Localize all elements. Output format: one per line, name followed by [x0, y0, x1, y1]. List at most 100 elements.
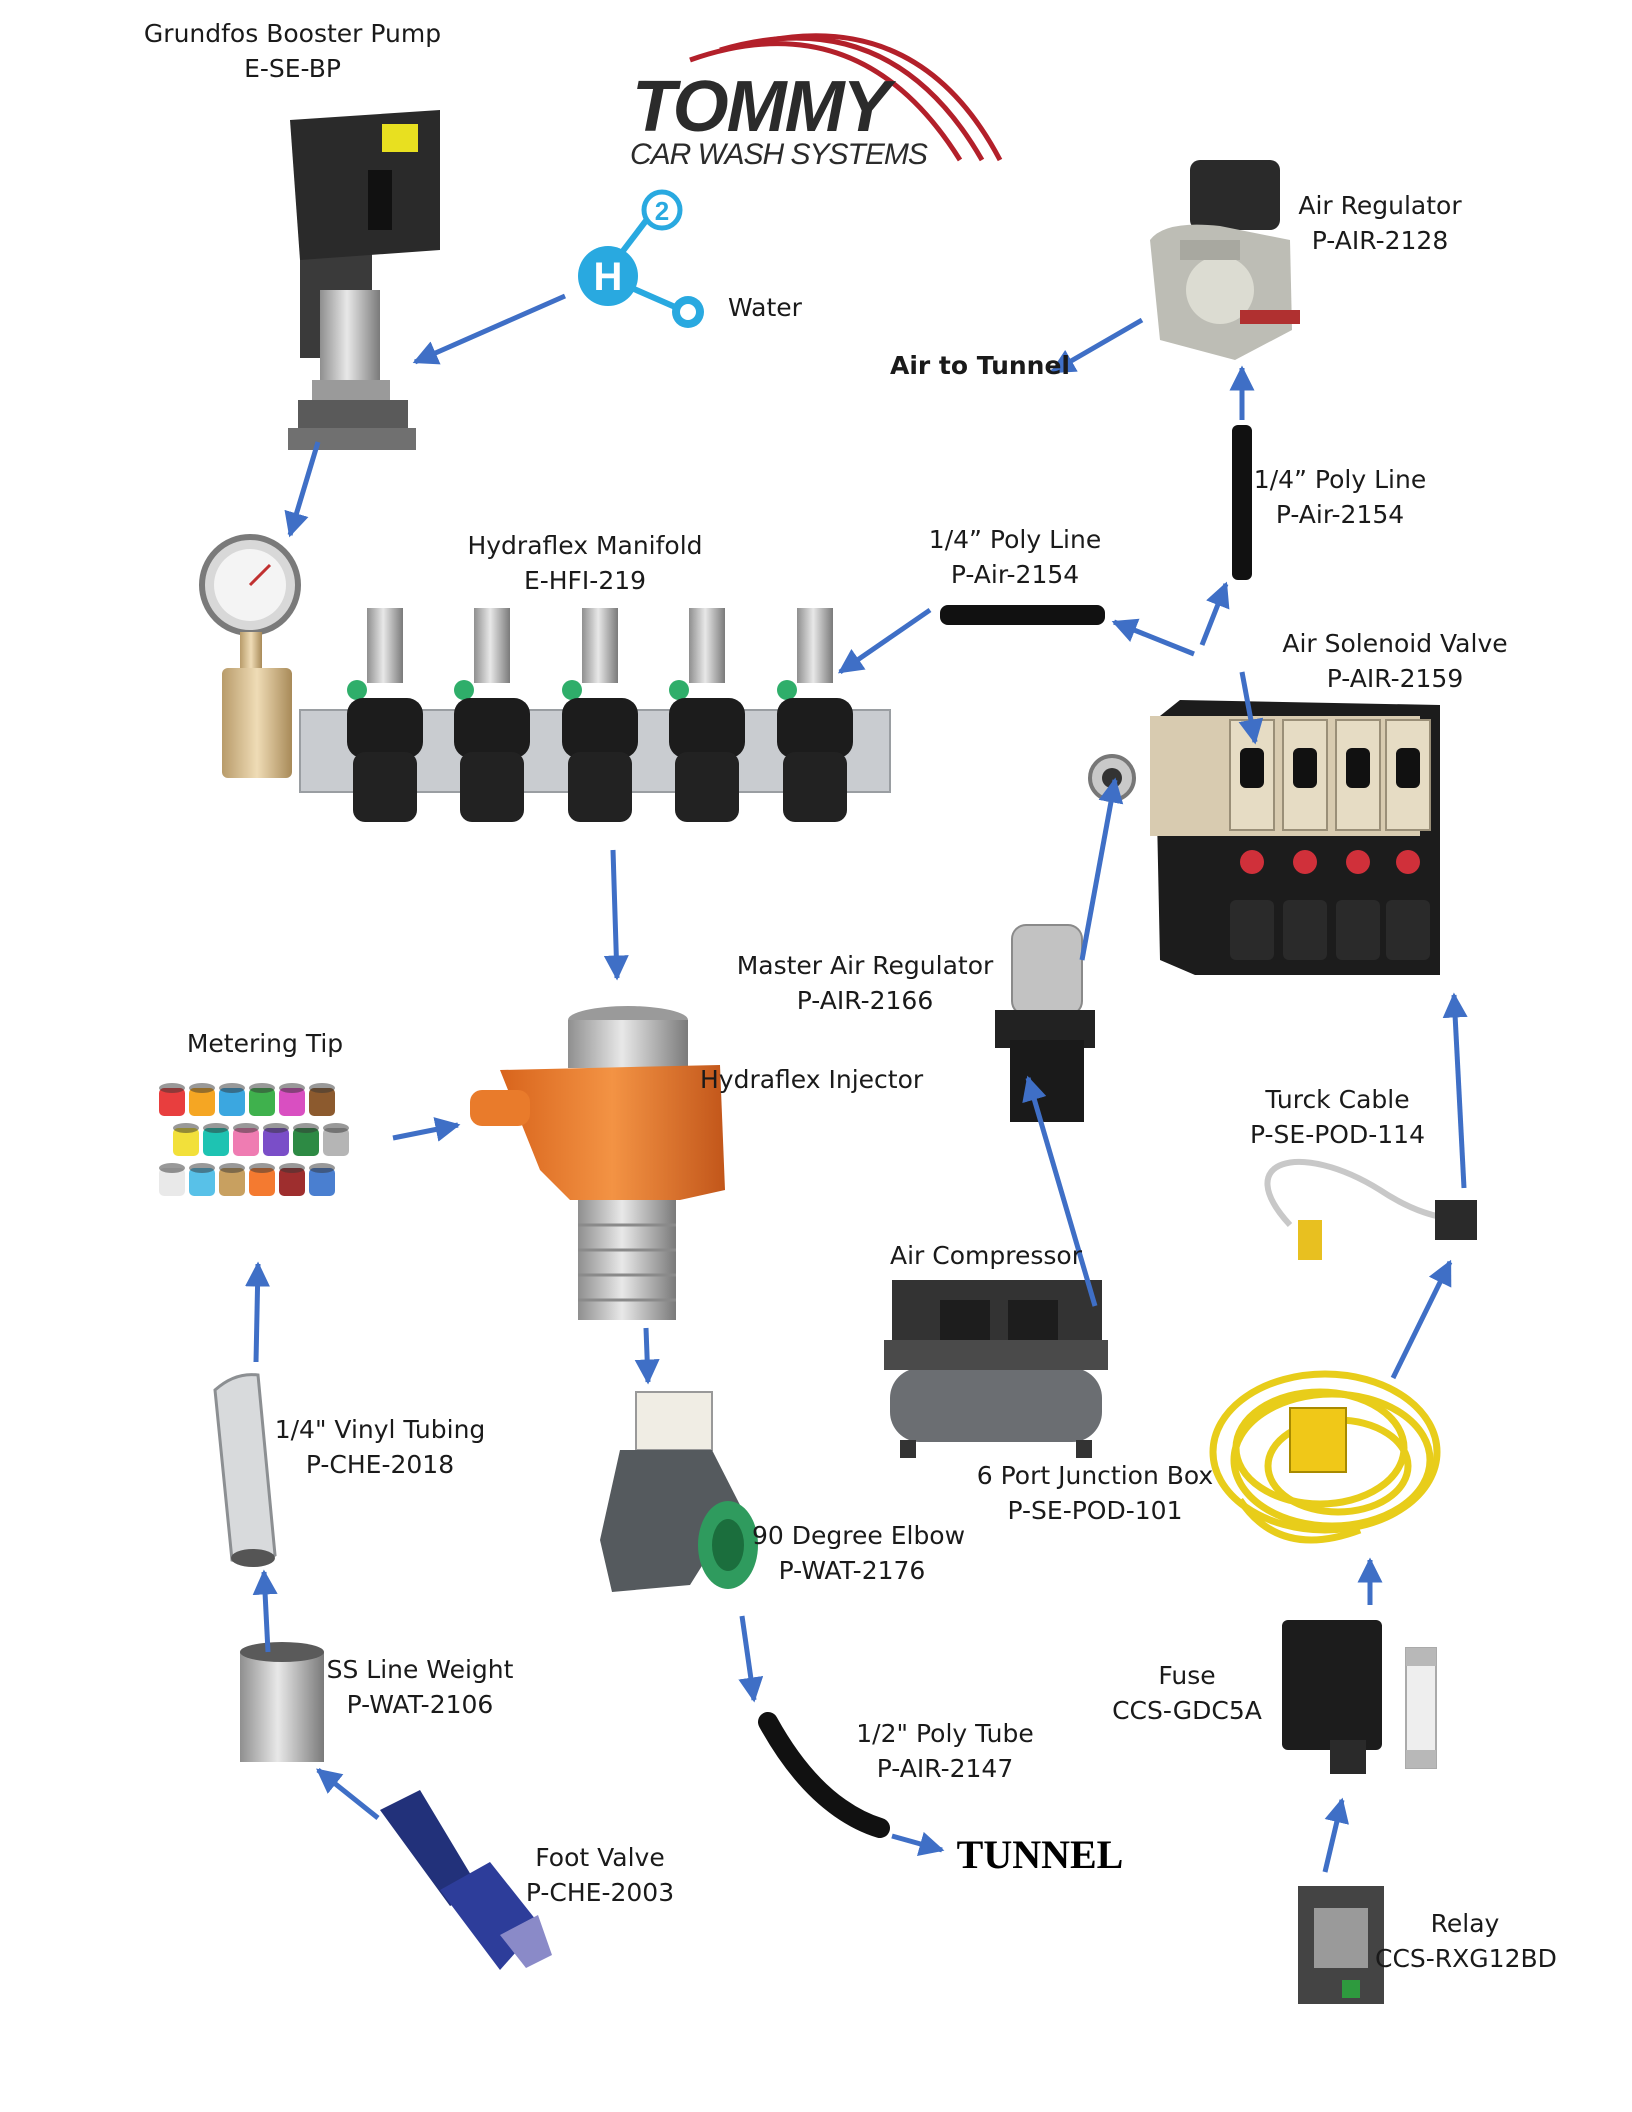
component-name: Hydraflex Manifold: [467, 531, 703, 560]
component-name: Water: [728, 293, 802, 322]
metering-tip: [309, 1083, 335, 1116]
component-name: Air Compressor: [890, 1241, 1082, 1270]
component-code: CCS-RXG12BD: [1375, 1944, 1557, 1973]
arrow-solenoid-inner: [1238, 671, 1264, 745]
metering-tip: [189, 1163, 215, 1196]
brand-name: TOMMY: [632, 67, 891, 147]
metering-tip: [309, 1163, 335, 1196]
arrow-pump-to-manifold: [284, 441, 321, 538]
master-regulator-icon: [995, 924, 1095, 1122]
component-code: P-CHE-2018: [305, 1450, 455, 1479]
metering-tip: [279, 1083, 305, 1116]
solenoid-units: [1229, 719, 1431, 960]
flow-arrows: [245, 293, 1468, 1873]
component-name: 1/4” Poly Line: [1253, 465, 1427, 494]
arrow-master-to-solenoid: [1079, 777, 1124, 961]
component-code: P-SE-POD-114: [1250, 1120, 1425, 1149]
component-code: E-SE-BP: [244, 54, 341, 83]
component-code: P-AIR-2128: [1311, 226, 1449, 255]
foot-valve-icon: [380, 1790, 552, 1970]
component-name: 90 Degree Elbow: [752, 1521, 966, 1550]
solenoid-unit: [1229, 719, 1275, 960]
label-injector: Hydraflex Injector: [700, 1062, 924, 1097]
svg-text:H: H: [594, 255, 623, 299]
component-name: Hydraflex Injector: [700, 1065, 924, 1094]
solenoid-unit: [1385, 719, 1431, 960]
label-junction-box: 6 Port Junction Box P-SE-POD-101: [975, 1458, 1215, 1528]
component-name: TUNNEL: [956, 1832, 1124, 1877]
arrow-metering-to-injector: [392, 1117, 461, 1142]
metering-tip: [323, 1123, 349, 1156]
metering-tip: [263, 1123, 289, 1156]
metering-tip: [159, 1163, 185, 1196]
component-name: Air to Tunnel: [889, 351, 1070, 380]
metering-tip: [203, 1123, 229, 1156]
metering-tip: [293, 1123, 319, 1156]
arrow-junction-to-cable: [1390, 1259, 1453, 1380]
manifold-port: [669, 608, 745, 822]
label-booster-pump: Grundfos Booster Pump E-SE-BP: [120, 16, 465, 86]
cable-icon: [1264, 1158, 1477, 1260]
component-code: P-SE-POD-101: [1007, 1496, 1183, 1525]
label-air-regulator: Air Regulator P-AIR-2128: [1280, 188, 1480, 258]
poly-tube-icon: [758, 1712, 890, 1838]
label-master-regulator: Master Air Regulator P-AIR-2166: [735, 948, 995, 1018]
component-name: Turck Cable: [1265, 1085, 1410, 1114]
svg-text:2: 2: [655, 196, 669, 226]
component-name: Air Regulator: [1298, 191, 1462, 220]
injector-icon: [470, 1006, 725, 1320]
brand-logo: TOMMY CAR WASH SYSTEMS: [620, 18, 1000, 178]
metering-tip: [279, 1163, 305, 1196]
poly-tube-icon: [1232, 425, 1252, 580]
component-code: P-WAT-2106: [346, 1690, 494, 1719]
arrow-solenoid-to-poly-v: [1199, 581, 1230, 646]
component-code: P-AIR-2166: [796, 986, 934, 1015]
arrow-weight-to-tubing: [252, 1569, 278, 1653]
brand-tagline: CAR WASH SYSTEMS: [630, 138, 928, 171]
label-manifold: Hydraflex Manifold E-HFI-219: [440, 528, 730, 598]
metering-tip: [173, 1123, 199, 1156]
arrow-polytube-to-tunnel: [891, 1831, 945, 1856]
component-name: Foot Valve: [535, 1843, 665, 1872]
metering-tip: [219, 1163, 245, 1196]
label-tunnel: TUNNEL: [945, 1832, 1135, 1878]
component-code: P-Air-2154: [950, 560, 1080, 589]
component-name: Fuse: [1158, 1661, 1216, 1690]
label-fuse: Fuse CCS-GDC5A: [1112, 1658, 1262, 1728]
metering-tip: [189, 1083, 215, 1116]
component-name: Master Air Regulator: [736, 951, 994, 980]
label-air-compressor: Air Compressor: [890, 1238, 1082, 1273]
label-foot-valve: Foot Valve P-CHE-2003: [520, 1840, 680, 1910]
arrow-tubing-to-metering: [245, 1261, 271, 1363]
label-poly-line-vertical: 1/4” Poly Line P-Air-2154: [1250, 462, 1430, 532]
manifold-ports: [347, 608, 853, 822]
component-name: Metering Tip: [186, 1029, 344, 1058]
arrow-cable-to-solenoid: [1442, 992, 1468, 1189]
arrow-solenoid-to-poly-h: [1111, 618, 1195, 657]
label-poly-tube: 1/2" Poly Tube P-AIR-2147: [845, 1716, 1045, 1786]
air-compressor-icon: [884, 1280, 1108, 1458]
label-solenoid-valve: Air Solenoid Valve P-AIR-2159: [1275, 626, 1515, 696]
arrow-elbow-to-polytube: [738, 1615, 764, 1703]
label-air-to-tunnel: Air to Tunnel: [880, 348, 1080, 383]
label-water: Water: [715, 290, 815, 325]
component-code: P-AIR-2159: [1326, 664, 1464, 693]
metering-tip: [249, 1083, 275, 1116]
component-code: CCS-GDC5A: [1112, 1696, 1262, 1725]
brand-arcs: [689, 33, 1003, 162]
component-name: Grundfos Booster Pump: [143, 19, 442, 48]
arrow-compressor-to-master: [1022, 1075, 1098, 1307]
metering-tip: [159, 1083, 185, 1116]
arrow-manifold-to-injector: [603, 849, 629, 981]
metering-tips-icon: [159, 1083, 349, 1196]
arrow-regulator-to-tunnel: [1049, 317, 1144, 375]
component-name: 1/4" Vinyl Tubing: [274, 1415, 486, 1444]
solenoid-unit: [1282, 719, 1328, 960]
arrow-water-to-pump: [412, 293, 567, 365]
label-turck-cable: Turck Cable P-SE-POD-114: [1245, 1082, 1430, 1152]
metering-tip: [233, 1123, 259, 1156]
component-name: 1/4” Poly Line: [928, 525, 1102, 554]
component-code: P-CHE-2003: [525, 1878, 675, 1907]
